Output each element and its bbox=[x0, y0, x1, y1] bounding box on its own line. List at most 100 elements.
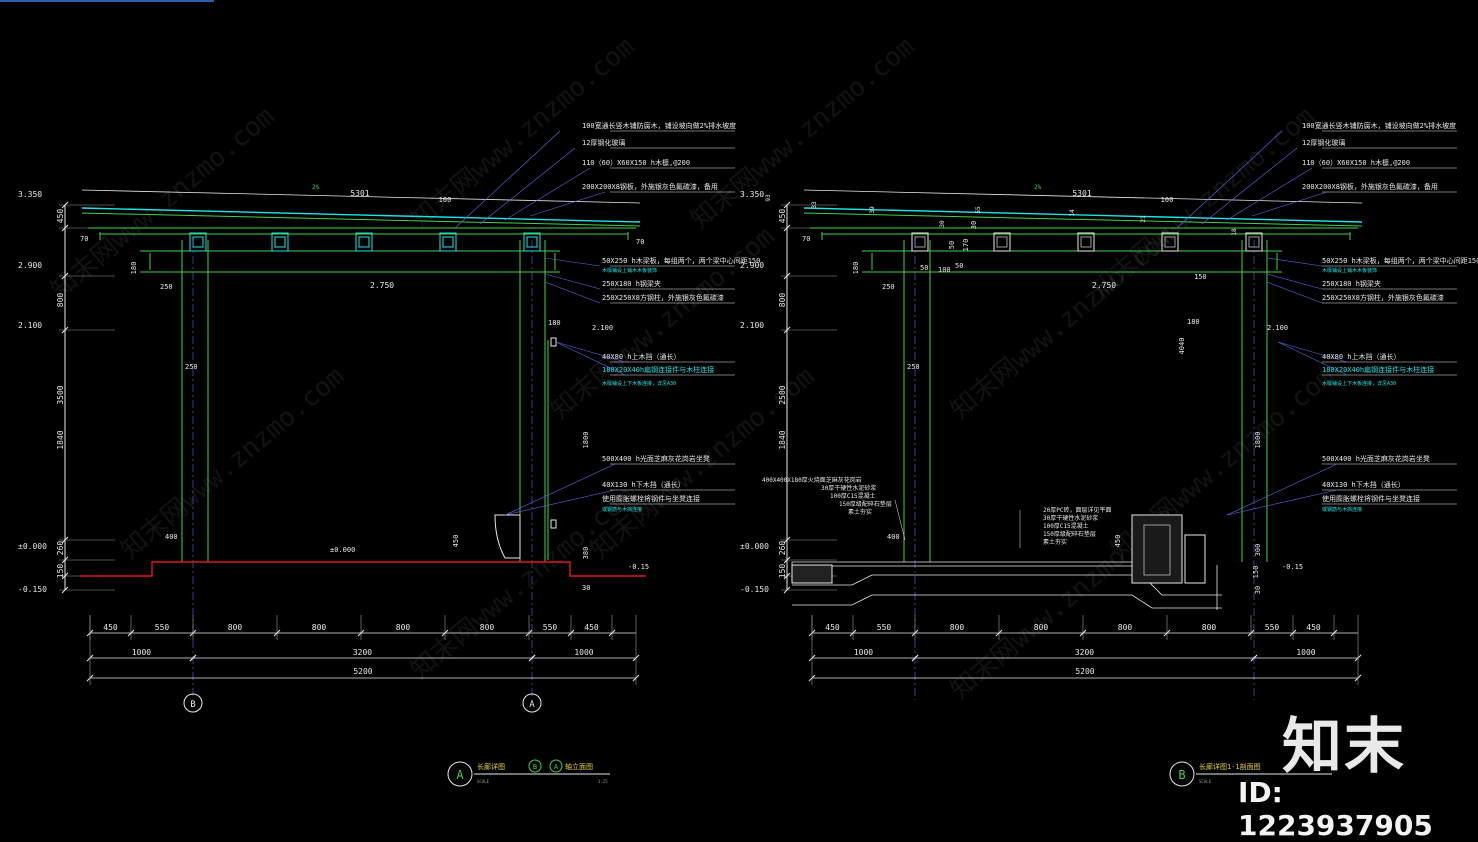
mid-dim: 1000 bbox=[1296, 648, 1315, 657]
bottom-dim: 550 bbox=[543, 623, 558, 632]
dim-tick bbox=[567, 629, 575, 637]
dim-tick bbox=[189, 629, 197, 637]
scale-label: SCALE bbox=[477, 779, 490, 784]
dim-small: 55 bbox=[975, 206, 982, 214]
leader-line bbox=[1226, 463, 1338, 516]
callout-note: 12厚钢化玻璃 bbox=[582, 138, 625, 147]
dim-tick bbox=[273, 629, 281, 637]
dim-small: 21 bbox=[1140, 215, 1147, 223]
bottom-dim: 550 bbox=[155, 623, 170, 632]
vdim-text: 150 bbox=[778, 564, 787, 579]
vdim-text: 260 bbox=[56, 541, 65, 556]
dim-small: 450 bbox=[452, 535, 460, 548]
level-label: ±0.000 bbox=[740, 542, 769, 551]
floor-note: 素土夯实 bbox=[1043, 538, 1067, 546]
dim-small: 18 bbox=[1231, 228, 1238, 236]
callout-note: 40X80 h上木挡（通长） bbox=[1322, 352, 1401, 361]
title-circle bbox=[1169, 761, 1195, 787]
dim-small: 50 bbox=[948, 241, 956, 249]
callout-note: 250X180 h钢梁夹 bbox=[1322, 279, 1381, 288]
dim-small: 380 bbox=[582, 547, 590, 560]
callout-note: 50X250 h木梁板，每组两个，两个梁中心间距150 bbox=[602, 256, 760, 265]
dim-small: 30 bbox=[1254, 586, 1262, 594]
bench-core bbox=[1143, 524, 1171, 576]
leader-line bbox=[479, 147, 576, 225]
dim-small: 170 bbox=[962, 239, 970, 252]
leader-line bbox=[1266, 281, 1323, 304]
dim-small: 180 bbox=[1187, 318, 1200, 326]
leader-line bbox=[1226, 489, 1338, 516]
gravel-line bbox=[792, 594, 1222, 609]
callout-note: 500X400 h光面芝麻灰花岗岩坐凳 bbox=[602, 454, 710, 463]
callout-note: 180X20X40h扁钢连接件与木柱连接 bbox=[602, 365, 714, 374]
floor-note: 400X400X180厚火烧面芝麻灰花岗岩 bbox=[762, 476, 862, 484]
purlin-inner bbox=[1164, 236, 1176, 248]
bottom-dim: 450 bbox=[825, 623, 840, 632]
bottom-dim: 800 bbox=[228, 623, 243, 632]
title-mark: A bbox=[456, 768, 464, 782]
axis-label: B bbox=[190, 700, 195, 710]
purlin-block bbox=[189, 232, 207, 252]
roof-dim-line bbox=[803, 189, 1363, 204]
level-label: -0.150 bbox=[18, 585, 47, 594]
bench-profile bbox=[494, 514, 521, 559]
callout-note: 木檩铺设上铺木木板装饰 bbox=[1322, 267, 1377, 274]
vdim-text: 450 bbox=[56, 209, 65, 224]
bottom-dim: 800 bbox=[950, 623, 965, 632]
total-dim: 5200 bbox=[1075, 667, 1094, 676]
drawing-title: 长廊详图 bbox=[477, 762, 505, 771]
floor-note: 20厚PC砖，面层详见平面 bbox=[1043, 506, 1111, 514]
axis-bubble bbox=[522, 693, 542, 713]
dim-small: 250 bbox=[882, 283, 895, 291]
vdim-text: 260 bbox=[778, 541, 787, 556]
callout-note: 或钢筋与木挡连接 bbox=[1322, 506, 1362, 513]
callout-note: 100宽通长竖木铺防腐木，铺设坡向做2%排水坡度 bbox=[1302, 121, 1456, 130]
floor-note: 30厚干硬性水泥砂浆 bbox=[821, 484, 876, 492]
bottom-dim: 450 bbox=[103, 623, 118, 632]
bottom-dim: 800 bbox=[480, 623, 495, 632]
mid-dim: 3200 bbox=[1075, 648, 1094, 657]
dim-tick bbox=[127, 629, 135, 637]
dim-tick bbox=[783, 224, 791, 232]
dim-tick bbox=[61, 572, 69, 580]
callout-note: 110（60）X60X150 h木檩,@200 bbox=[1302, 158, 1410, 167]
level-label: ±0.000 bbox=[18, 542, 47, 551]
dim-small: 150 bbox=[1252, 566, 1260, 579]
callout-note: 使用膨胀螺栓将钢件与坐凳连接 bbox=[1322, 494, 1420, 503]
leader-line bbox=[1266, 273, 1323, 290]
dim-small: 70 bbox=[636, 238, 644, 246]
level-label: 2.100 bbox=[1267, 324, 1288, 332]
leader-line bbox=[555, 341, 626, 363]
dim-small: 100 bbox=[938, 266, 951, 274]
rail-bracket bbox=[550, 519, 557, 529]
watermark-text: 知末网www.znzmo.com bbox=[115, 361, 350, 565]
floor-note: 150厚级配碎石垫层 bbox=[1043, 530, 1096, 538]
callout-note: 40X80 h上木挡（通长） bbox=[602, 352, 681, 361]
rail-bracket bbox=[550, 337, 557, 347]
dim-tick bbox=[911, 654, 919, 662]
watermark-text: 知末网www.znzmo.com bbox=[45, 101, 280, 305]
watermark-text: 知末网www.znzmo.com bbox=[405, 31, 640, 235]
span-inner: 2.750 bbox=[1092, 281, 1116, 290]
bottom-dim: 450 bbox=[1306, 623, 1321, 632]
purlin-inner bbox=[274, 236, 286, 248]
axis-bubble bbox=[183, 693, 203, 713]
bottom-dim: 450 bbox=[584, 623, 599, 632]
section-view-b: 450800250018402601503.3502.9002.100±0.00… bbox=[740, 121, 1478, 787]
dim-small: 33 bbox=[811, 201, 818, 209]
span-dim: 5301 bbox=[350, 189, 369, 198]
dim-small: 250 bbox=[160, 283, 173, 291]
ground-line bbox=[80, 561, 646, 577]
purlin-block bbox=[1161, 232, 1179, 252]
bottom-dim: 800 bbox=[1202, 623, 1217, 632]
dim-tick bbox=[783, 556, 791, 564]
dim-small: 400 bbox=[165, 533, 178, 541]
mid-dim: 1000 bbox=[574, 648, 593, 657]
leader-line bbox=[555, 341, 626, 376]
level-label: -0.150 bbox=[740, 585, 769, 594]
axis-label: A bbox=[529, 700, 535, 710]
bottom-dim: 800 bbox=[312, 623, 327, 632]
scale-label: SCALE bbox=[1199, 779, 1212, 784]
leader-line bbox=[544, 273, 601, 290]
